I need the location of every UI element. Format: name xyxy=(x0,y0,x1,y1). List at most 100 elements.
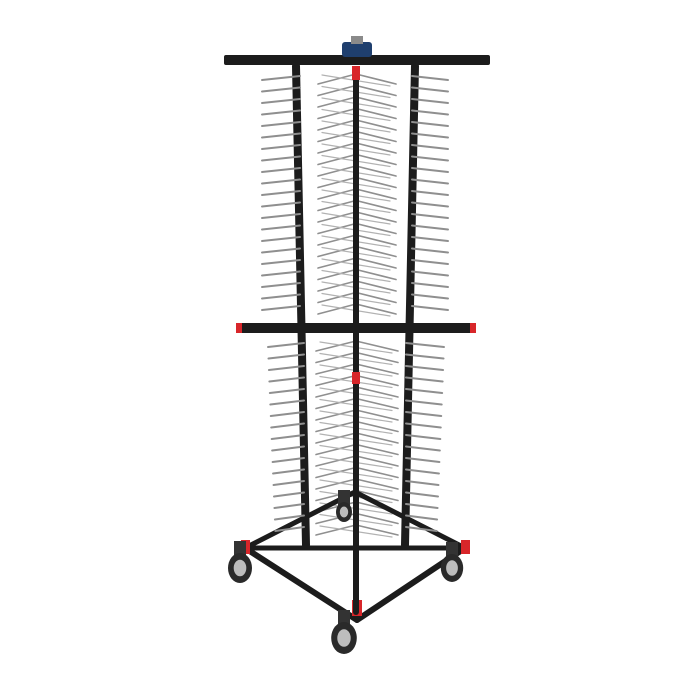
rack-pin xyxy=(405,468,440,475)
rack-pin xyxy=(261,109,301,116)
caster-wheel xyxy=(331,610,357,654)
rack-pin xyxy=(355,176,397,189)
rack-pin xyxy=(355,188,397,200)
rack-pin xyxy=(261,75,301,81)
rack-pin xyxy=(315,432,357,444)
rack-pin xyxy=(411,293,449,300)
rack-pin xyxy=(405,411,443,417)
rack-pin xyxy=(355,130,397,143)
rack-pin xyxy=(355,142,397,154)
rack-pin xyxy=(411,121,449,127)
rack-pin xyxy=(315,397,357,410)
caster-wheels xyxy=(228,490,464,654)
rack-pin xyxy=(261,282,301,288)
rack-pin xyxy=(271,457,305,463)
rack-pin xyxy=(355,107,397,120)
rack-pin xyxy=(405,376,444,383)
top-crossbar xyxy=(224,36,490,65)
rack-pin xyxy=(315,386,357,398)
rack-pin xyxy=(411,178,449,185)
rack-pin xyxy=(261,201,301,208)
rack-pin xyxy=(355,165,397,177)
rack-pin xyxy=(261,190,301,196)
rack-pin xyxy=(411,167,449,173)
rack-pin xyxy=(355,512,399,525)
rack-pin xyxy=(317,96,357,108)
rack-pin xyxy=(268,376,305,383)
rack-pin xyxy=(261,132,301,139)
rack-pin xyxy=(317,130,357,143)
rack-pin xyxy=(355,257,397,269)
rack-pin xyxy=(261,270,301,277)
rack-pin xyxy=(261,224,301,231)
front-pins xyxy=(261,75,449,532)
rack-pin xyxy=(317,188,357,200)
rack-pin xyxy=(317,153,357,166)
rack-pin xyxy=(355,280,397,292)
rack-pin xyxy=(315,351,357,364)
rack-pin xyxy=(315,409,357,421)
caster-wheel xyxy=(440,542,464,582)
caster-wheel xyxy=(336,490,352,522)
rack-pin xyxy=(270,422,305,429)
rack-pin xyxy=(355,268,397,281)
rack-pin xyxy=(355,119,397,131)
rack-pin xyxy=(411,75,449,81)
rack-pin xyxy=(261,155,301,162)
rack-pin xyxy=(261,236,301,242)
rack-pin xyxy=(317,245,357,258)
rack-pin xyxy=(355,84,397,97)
rack-pin xyxy=(355,211,397,223)
rack-pin xyxy=(274,526,305,532)
rack-pin xyxy=(267,342,305,348)
rack-pin xyxy=(272,468,305,475)
rack-pin xyxy=(317,257,357,269)
rack-pin xyxy=(405,399,443,406)
rack-pin xyxy=(317,176,357,189)
rack-pin xyxy=(317,107,357,120)
rack-pin xyxy=(405,503,439,509)
rack-pin xyxy=(261,293,301,300)
rack-pin xyxy=(267,365,305,371)
rack-pin xyxy=(411,236,449,242)
rack-pin xyxy=(411,247,449,254)
rack-pin xyxy=(317,280,357,292)
rack-pin xyxy=(355,222,397,235)
rack-pin xyxy=(268,388,305,394)
rack-pin xyxy=(355,374,399,387)
rack-pin xyxy=(315,455,357,467)
rack-pin xyxy=(317,119,357,131)
rack-pin xyxy=(355,291,397,304)
rack-pin xyxy=(317,73,357,85)
rack-pin xyxy=(355,432,399,444)
rack-pin xyxy=(317,142,357,154)
rack-pin xyxy=(315,420,357,433)
rack-pin xyxy=(317,84,357,97)
rack-pin xyxy=(317,268,357,281)
rack-pin xyxy=(405,526,438,532)
rack-pin xyxy=(405,388,444,394)
rack-pin xyxy=(355,455,399,467)
rack-pin xyxy=(405,491,440,498)
rack-pin xyxy=(261,144,301,150)
rack-pin xyxy=(261,259,301,265)
rack-pin xyxy=(355,363,399,375)
rack-pin xyxy=(261,247,301,254)
caster-wheel xyxy=(228,541,252,583)
rack-pin xyxy=(355,199,397,212)
rack-pin xyxy=(355,386,399,398)
rack-pin xyxy=(315,363,357,375)
rack-pin xyxy=(411,224,449,231)
rack-pin xyxy=(317,303,357,315)
rack-pin xyxy=(355,489,399,502)
rack-pin xyxy=(411,144,449,150)
rack-pin xyxy=(405,514,439,521)
rack-pin xyxy=(315,374,357,387)
rack-pin xyxy=(355,153,397,166)
rack-pin xyxy=(355,397,399,410)
rack-pin xyxy=(411,270,449,277)
rack-pin xyxy=(261,178,301,185)
rack-pin xyxy=(261,86,301,93)
rack-pin xyxy=(355,303,397,315)
